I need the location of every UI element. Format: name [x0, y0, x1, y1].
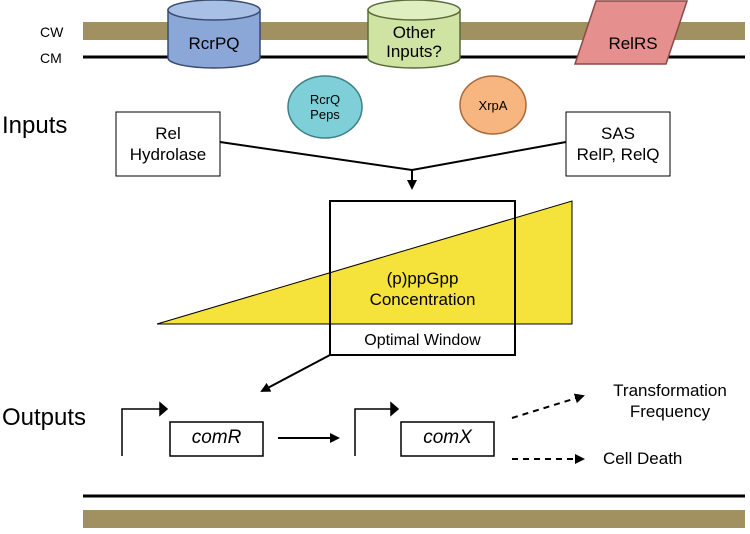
cm-label: CM	[40, 50, 62, 66]
xrpa-label: XrpA	[478, 98, 508, 113]
transformation-frequency-label: Transformation Frequency	[590, 380, 750, 422]
other-inputs-label: Other Inputs?	[368, 23, 460, 61]
optimal-window-label: Optimal Window	[364, 332, 481, 349]
comx-gene-label: comX	[423, 427, 472, 448]
sas-box	[565, 111, 671, 177]
sas-line	[411, 141, 567, 171]
concentration-line-1: (p)ppGpp	[386, 269, 459, 288]
other-inputs-line-2: Inputs?	[386, 42, 442, 61]
rcrpq-cylinder	[167, 0, 261, 69]
hydrolase-line	[219, 141, 413, 171]
window-to-comr-arrow	[260, 354, 331, 392]
rel-hydrolase-label: Rel Hydrolase	[116, 123, 220, 165]
rcrq-peps-line-2: Peps	[310, 107, 340, 122]
relrs-label: RelRS	[608, 34, 658, 53]
concentration-triangle	[156, 200, 573, 325]
rcrq-peps-oval	[287, 75, 363, 139]
transformation-line-2: Frequency	[629, 402, 711, 421]
bottom-cell-wall-band	[83, 510, 745, 528]
rel-hydrolase-line-2: Hydrolase	[129, 145, 207, 164]
cell-death-label: Cell Death	[603, 449, 683, 468]
comr-promoter	[121, 401, 264, 457]
cw-label: CW	[40, 24, 64, 40]
sas-line-2: RelP, RelQ	[576, 145, 660, 164]
other-inputs-cylinder	[367, 0, 461, 69]
rcrq-peps-label: RcrQ Peps	[288, 92, 362, 122]
rcrpq-label: RcrPQ	[188, 34, 240, 53]
rcrq-peps-line-1: RcrQ	[309, 92, 341, 107]
rel-hydrolase-line-1: Rel	[155, 124, 181, 143]
rel-hydrolase-box	[115, 111, 221, 177]
transformation-dashed-arrow	[511, 393, 585, 419]
xrpa-oval	[459, 75, 527, 135]
optimal-window-box	[329, 200, 516, 356]
sas-label: SAS RelP, RelQ	[566, 123, 670, 165]
transformation-line-1: Transformation	[613, 381, 727, 400]
sas-line-1: SAS	[600, 124, 636, 143]
inputs-label: Inputs	[2, 112, 68, 139]
concentration-label: (p)ppGpp Concentration	[330, 268, 515, 310]
concentration-line-2: Concentration	[369, 290, 476, 309]
comx-promoter	[354, 401, 495, 457]
outputs-label: Outputs	[2, 404, 87, 431]
other-inputs-line-1: Other	[392, 23, 436, 42]
comr-gene-label: comR	[191, 427, 242, 448]
relrs-parallelogram	[573, 0, 689, 65]
